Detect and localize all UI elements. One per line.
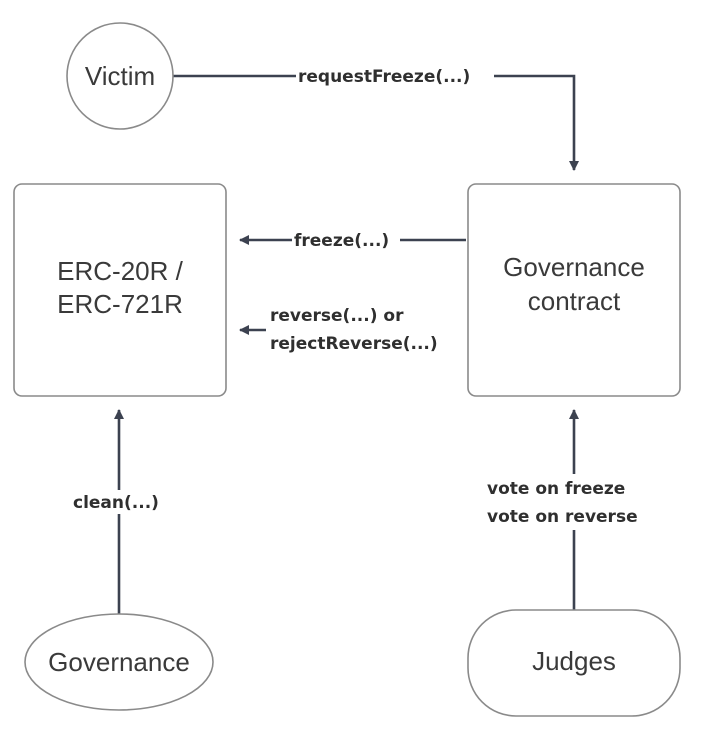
governance-contract-label-line1: Governance bbox=[503, 252, 645, 282]
governance-label: Governance bbox=[48, 647, 190, 677]
governance-contract-box bbox=[467, 183, 681, 397]
governance-contract-label-line2: contract bbox=[528, 286, 621, 316]
vote-label-line2: vote on reverse bbox=[487, 507, 638, 527]
freeze-label: freeze(...) bbox=[294, 231, 389, 251]
edge-reverse: reverse(...) or rejectReverse(...) bbox=[239, 300, 466, 358]
edge-clean: clean(...) bbox=[68, 409, 172, 614]
clean-label: clean(...) bbox=[73, 493, 159, 513]
reverse-label-line1: reverse(...) or bbox=[270, 306, 404, 326]
edge-vote: vote on freeze vote on reverse bbox=[482, 409, 666, 610]
reverse-label-line2: rejectReverse(...) bbox=[270, 334, 438, 354]
token-label-line1: ERC-20R / bbox=[57, 256, 183, 286]
victim-circle bbox=[66, 22, 174, 130]
node-token: ERC-20R / ERC-721R bbox=[13, 183, 227, 397]
judges-shape bbox=[467, 609, 681, 717]
victim-label: Victim bbox=[85, 61, 155, 91]
vote-label-line1: vote on freeze bbox=[487, 479, 625, 499]
vote-label-bg bbox=[482, 474, 666, 530]
node-judges: Judges bbox=[467, 609, 681, 717]
edge-freeze: freeze(...) bbox=[239, 228, 466, 252]
clean-label-bg bbox=[68, 490, 172, 514]
node-victim: Victim bbox=[66, 22, 174, 130]
reverse-label-bg bbox=[266, 300, 466, 358]
node-governance-contract: Governance contract bbox=[467, 183, 681, 397]
judges-label: Judges bbox=[532, 646, 616, 676]
request-freeze-label: requestFreeze(...) bbox=[298, 67, 470, 87]
request-freeze-arrow bbox=[172, 74, 579, 171]
governance-ellipse bbox=[24, 613, 214, 711]
freeze-label-bg bbox=[292, 228, 400, 252]
request-freeze-label-bg bbox=[296, 64, 494, 88]
token-label-line2: ERC-721R bbox=[57, 289, 183, 319]
node-governance: Governance bbox=[24, 613, 214, 711]
token-box bbox=[13, 183, 227, 397]
edge-request-freeze: requestFreeze(...) bbox=[172, 64, 579, 171]
